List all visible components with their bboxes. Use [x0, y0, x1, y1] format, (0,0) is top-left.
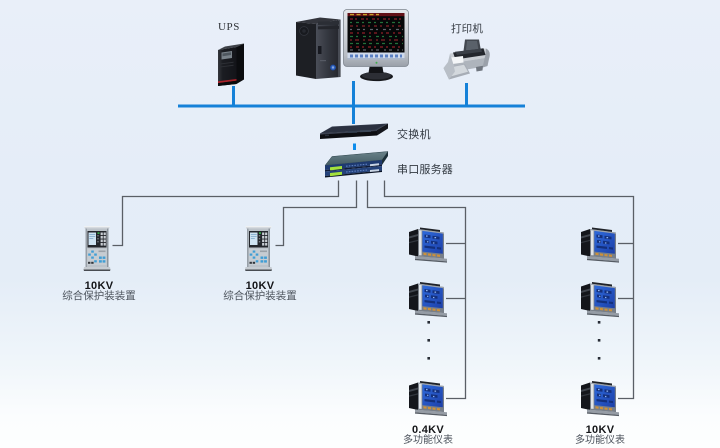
serial-lines	[112, 180, 635, 400]
meter-column2-ellipsis	[597, 321, 601, 360]
meter-2-1	[581, 227, 619, 263]
meter-group-1-label: 0.4KV 多功能仪表	[368, 425, 488, 446]
serial-server-label: 串口服务器	[397, 164, 453, 176]
meter-2-2	[581, 282, 619, 318]
line-server-to-meter-column2	[383, 180, 635, 400]
protection-device-2	[245, 226, 272, 271]
meter-1-1	[409, 227, 447, 263]
serial-server-device	[324, 150, 389, 179]
meter-group-1-voltage: 0.4KV	[411, 424, 445, 436]
protection-device-1-voltage: 10KV	[84, 280, 114, 292]
meter-group-2-label: 10KV 多功能仪表	[540, 425, 660, 446]
line-server-to-protection2	[275, 180, 358, 247]
computer-tower	[295, 17, 341, 80]
protection-device-1-label: 10KV 综合保护装装置	[39, 281, 159, 302]
line-server-to-protection1	[112, 180, 340, 247]
ethernet-lines	[178, 81, 525, 150]
meter-1-3	[409, 381, 447, 417]
protection-device-2-label: 10KV 综合保护装装置	[200, 281, 320, 302]
ups-device	[218, 43, 244, 86]
meter-group-2-voltage: 10KV	[585, 424, 615, 436]
ups-label: UPS	[218, 21, 240, 33]
protection-device-2-name: 综合保护装装置	[223, 291, 297, 302]
meter-1-2	[409, 282, 447, 318]
protection-device-1	[83, 226, 111, 271]
printer-device	[443, 39, 490, 80]
meter-group-1-name: 多功能仪表	[403, 435, 453, 446]
meter-group-2-name: 多功能仪表	[575, 435, 625, 446]
protection-device-1-name: 综合保护装装置	[62, 291, 136, 302]
protection-device-2-voltage: 10KV	[245, 280, 275, 292]
printer-label: 打印机	[450, 24, 484, 35]
computer-monitor	[343, 9, 410, 82]
meter-column1-ellipsis	[427, 321, 430, 360]
switch-device	[320, 123, 388, 139]
line-server-to-meter-column1	[366, 180, 467, 400]
meter-2-3	[581, 381, 619, 417]
switch-label: 交换机	[397, 129, 431, 141]
